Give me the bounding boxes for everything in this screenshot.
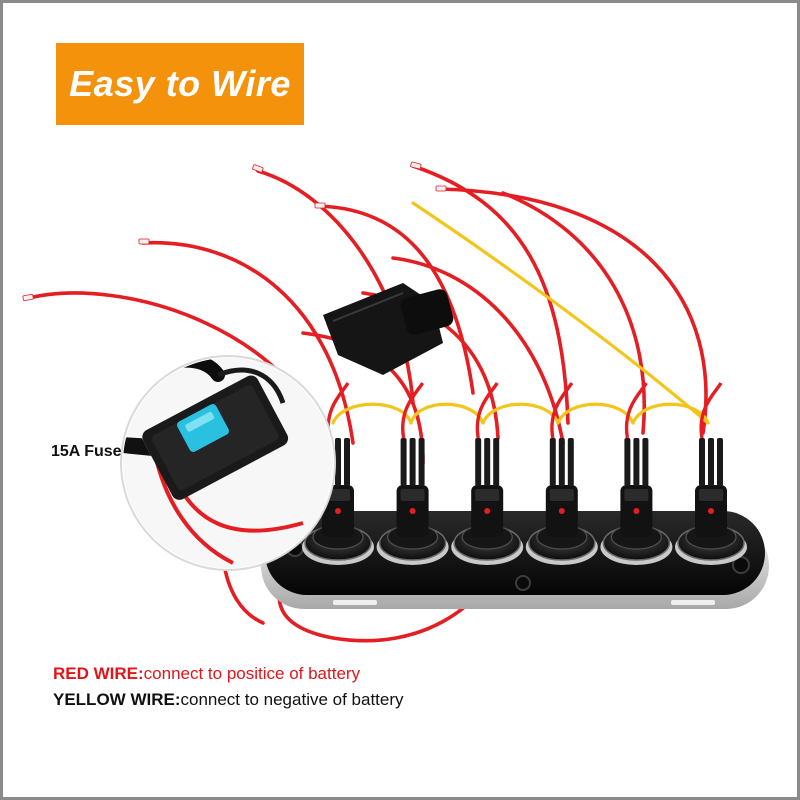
title-banner: Easy to Wire xyxy=(56,43,304,125)
yellow-wire xyxy=(331,402,413,425)
wire-tip xyxy=(138,238,150,245)
rocker-switch xyxy=(302,382,374,565)
red-wire xyxy=(436,187,708,435)
legend-yellow-desc: connect to negative of battery xyxy=(180,690,404,709)
wire-tip xyxy=(22,293,34,302)
inline-fuse-holder xyxy=(323,283,454,375)
wire-tip xyxy=(435,185,447,192)
banner-title: Easy to Wire xyxy=(69,63,291,104)
wire-legend: RED WIRE:connect to positice of battery … xyxy=(53,661,404,713)
red-wire xyxy=(501,191,646,435)
legend-yellow-key: YELLOW WIRE: xyxy=(53,690,181,709)
legend-red-wire: RED WIRE:connect to positice of battery xyxy=(53,661,404,687)
yellow-wire xyxy=(411,201,710,425)
yellow-wire xyxy=(409,402,485,425)
rocker-switch xyxy=(451,382,524,565)
red-wire xyxy=(411,164,570,425)
rocker-switch xyxy=(376,382,449,565)
wire-tip xyxy=(410,161,422,170)
legend-yellow-wire: YELLOW WIRE:connect to negative of batte… xyxy=(53,687,404,713)
legend-red-desc: connect to positice of battery xyxy=(143,664,361,683)
fuse-zoom-detail xyxy=(120,355,336,571)
wire-tip xyxy=(314,202,326,209)
rocker-switch xyxy=(525,382,598,565)
fuse-callout-label: 15A Fuse xyxy=(51,443,122,460)
red-wire xyxy=(301,331,425,465)
legend-red-key: RED WIRE: xyxy=(53,664,144,683)
red-wire xyxy=(391,256,565,445)
blade-fuse xyxy=(177,404,229,452)
switch-panel-illustration xyxy=(22,161,769,643)
switch-row xyxy=(302,382,747,565)
wire-tip xyxy=(252,164,264,173)
rocker-switch xyxy=(600,382,673,565)
rocker-switch xyxy=(675,382,747,565)
